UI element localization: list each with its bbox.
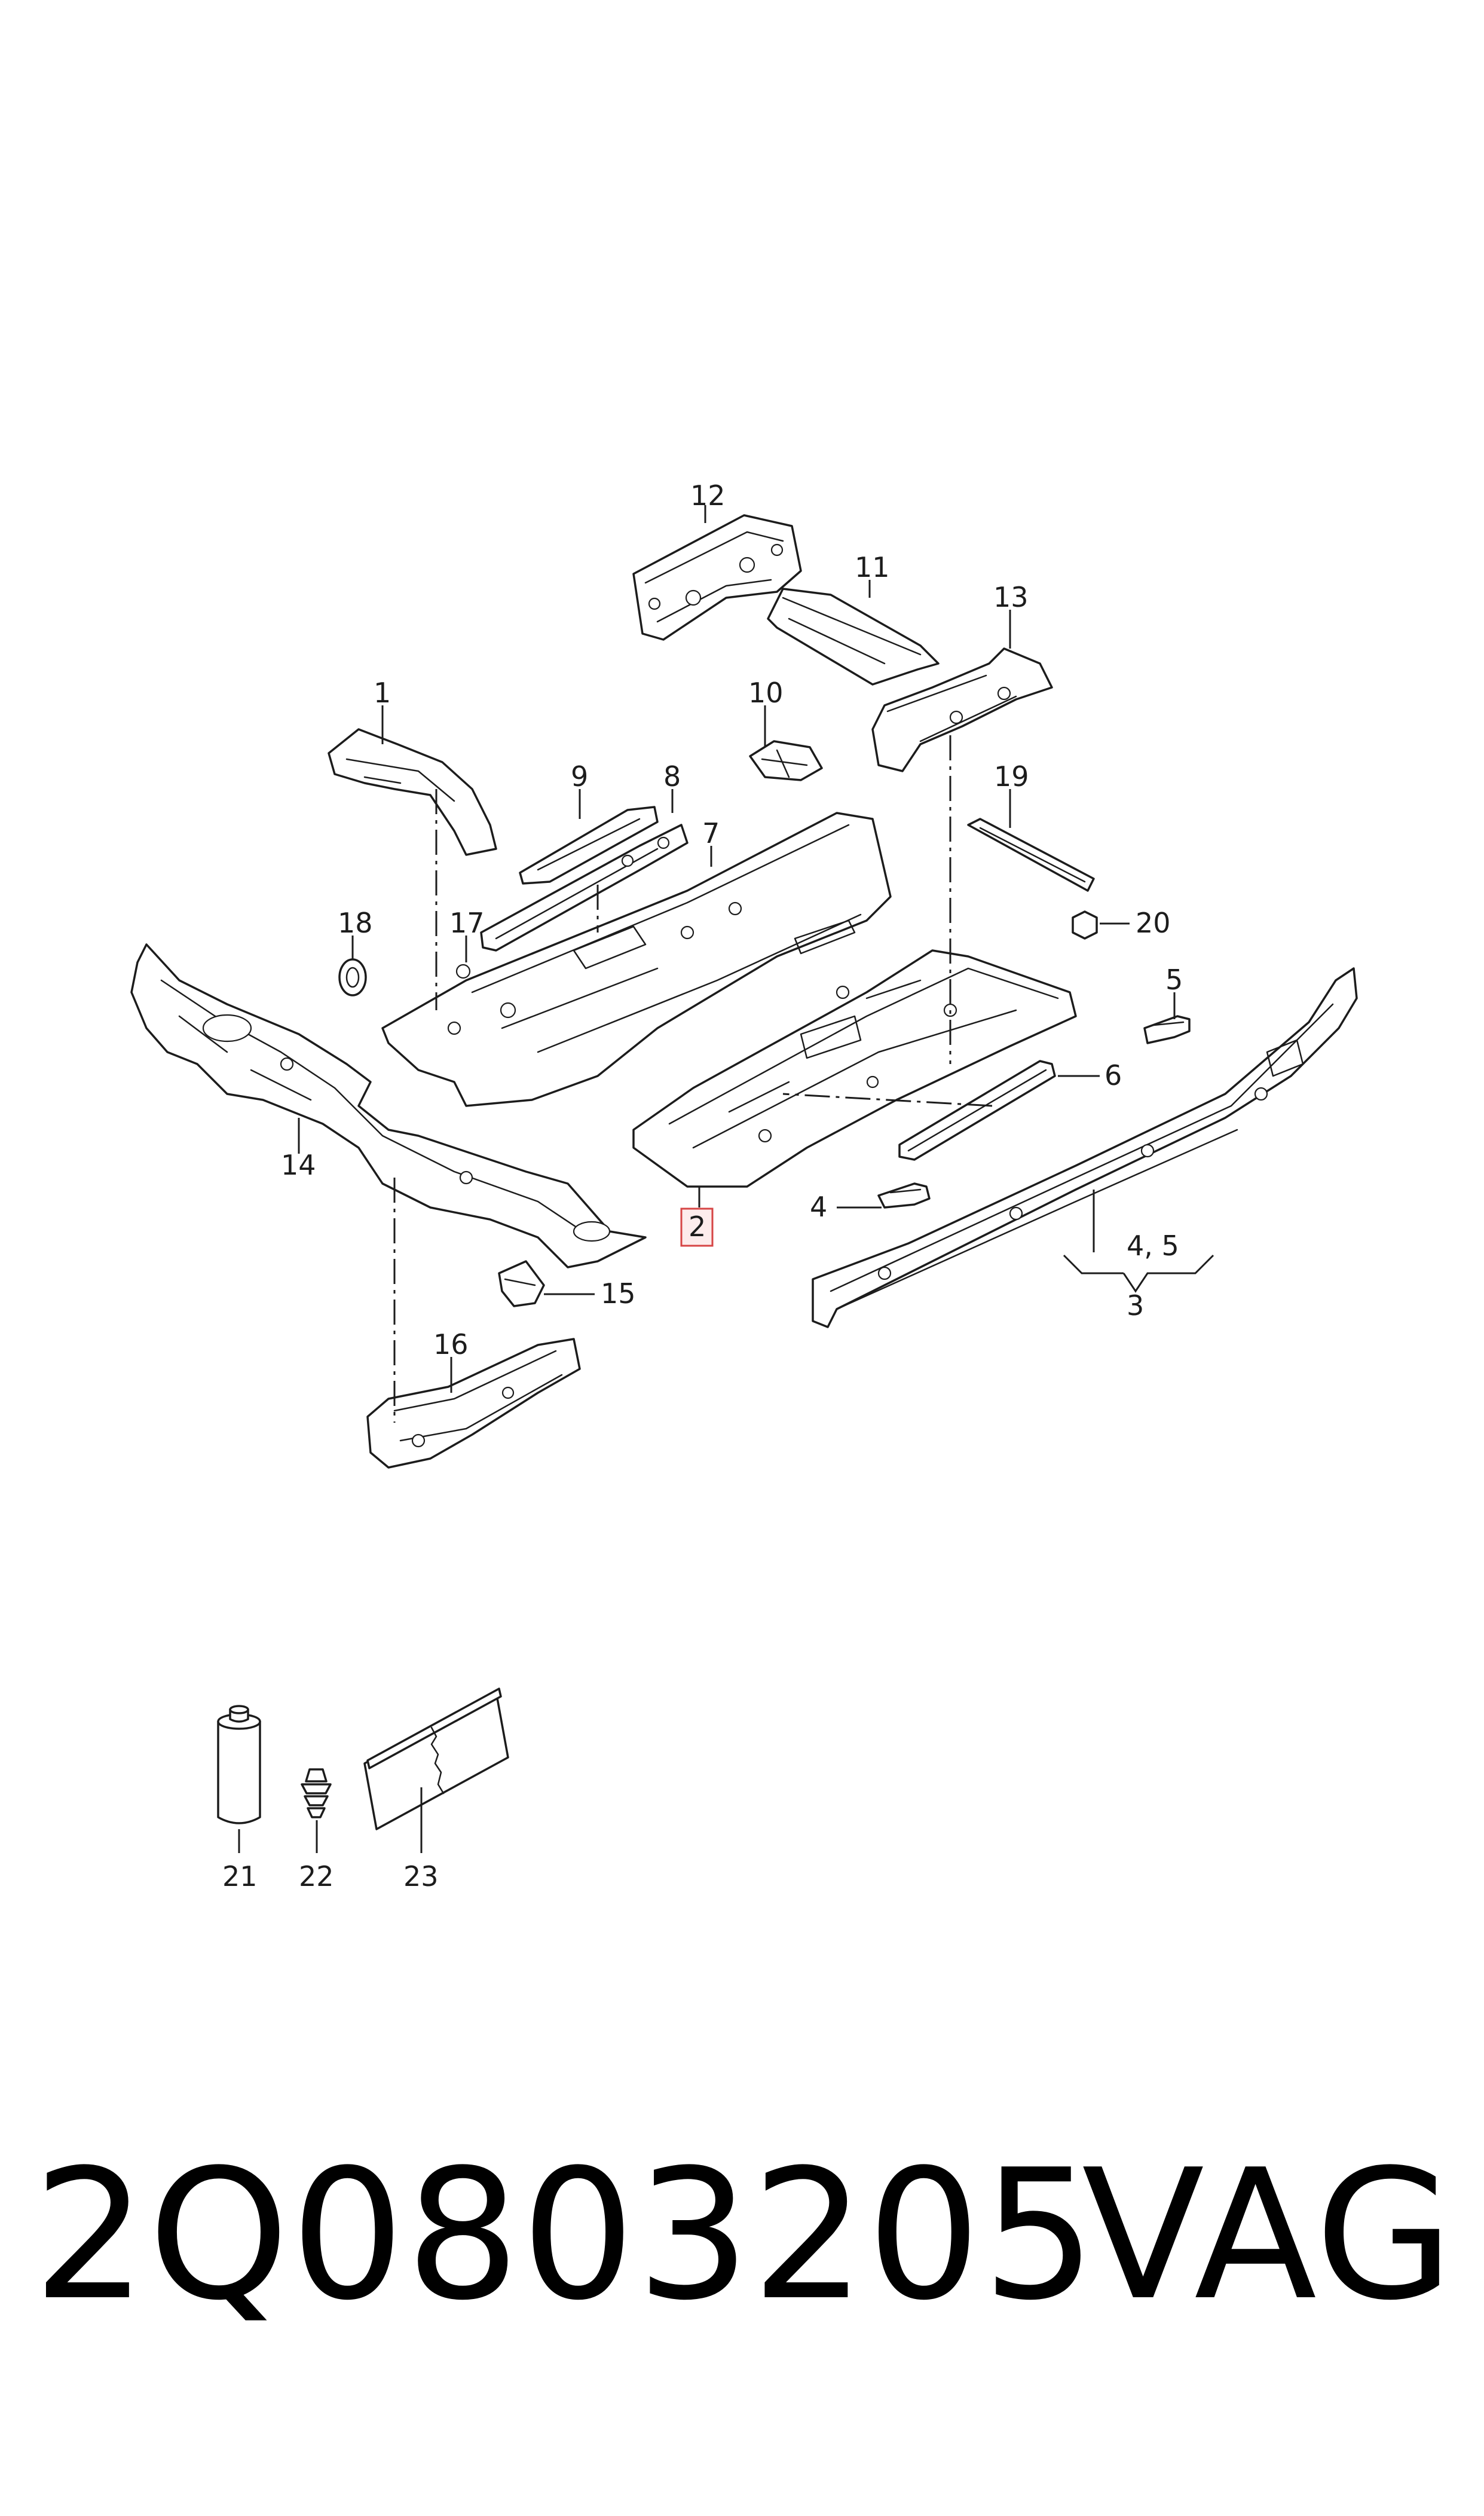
callout-12: 12	[690, 479, 726, 512]
part-11-tunnel-bracket[interactable]	[767, 588, 940, 686]
callout-4: 4	[810, 1191, 827, 1223]
part-2-floor-pan[interactable]	[632, 949, 1077, 1188]
part-10-bracket[interactable]	[749, 740, 823, 781]
part-12-cross-member[interactable]	[632, 514, 802, 641]
callout-2-highlight-box	[680, 1207, 714, 1247]
part-5-bracket[interactable]	[1143, 1015, 1191, 1044]
callout-15: 15	[601, 1277, 636, 1310]
callout-labels: 12 11 13 10 1 9 8 7 19 18 17 20 5 6 14 2…	[222, 479, 1183, 1893]
part-15-bracket[interactable]	[498, 1260, 545, 1307]
leader-lines	[238, 505, 1214, 1853]
part-23-pad[interactable]	[363, 1687, 509, 1830]
callout-11: 11	[855, 551, 890, 583]
part-17-plug[interactable]	[455, 964, 471, 979]
part-18-grommet[interactable]	[338, 958, 367, 996]
callout-10: 10	[748, 677, 784, 709]
part-8-reinforcement[interactable]	[480, 824, 689, 952]
callout-22: 22	[299, 1860, 334, 1893]
part-4-bracket[interactable]	[877, 1182, 931, 1209]
part-1-panel[interactable]	[328, 728, 497, 856]
callout-2: 2	[689, 1210, 706, 1243]
callout-9: 9	[571, 760, 588, 793]
part-14-longitudinal-member[interactable]	[130, 943, 647, 1268]
part-20-nut[interactable]	[1072, 910, 1098, 940]
brand-label: VAG	[1082, 2131, 1455, 2340]
callout-21: 21	[222, 1860, 258, 1893]
callout-14: 14	[281, 1149, 316, 1181]
part-22-clip[interactable]	[301, 1768, 332, 1818]
callout-3: 3	[1127, 1289, 1144, 1322]
callout-18: 18	[338, 907, 373, 939]
callout-6: 6	[1104, 1059, 1122, 1092]
part-19-strut[interactable]	[967, 818, 1095, 892]
part-21-sealant-can[interactable]	[217, 1705, 261, 1824]
callout-23: 23	[403, 1860, 439, 1893]
part-13-rear-bracket[interactable]	[871, 647, 1053, 772]
callout-5: 5	[1165, 964, 1183, 996]
callout-19: 19	[994, 760, 1029, 793]
part-9-reinforcement[interactable]	[519, 806, 659, 885]
part-16-member[interactable]	[366, 1338, 581, 1469]
callout-20: 20	[1136, 907, 1171, 939]
callout-1: 1	[374, 677, 391, 709]
part-3-side-sill[interactable]	[812, 967, 1358, 1328]
callout-17: 17	[449, 907, 485, 939]
part-7-floor-pan[interactable]	[381, 812, 892, 1107]
part-number: 2Q0803205	[33, 2131, 1098, 2340]
callout-8: 8	[663, 760, 681, 793]
callout-4-5: 4, 5	[1127, 1230, 1179, 1262]
callout-7: 7	[702, 817, 720, 849]
callout-16: 16	[433, 1328, 469, 1361]
part-6-bracket[interactable]	[898, 1060, 1056, 1161]
callout-13: 13	[993, 581, 1029, 613]
